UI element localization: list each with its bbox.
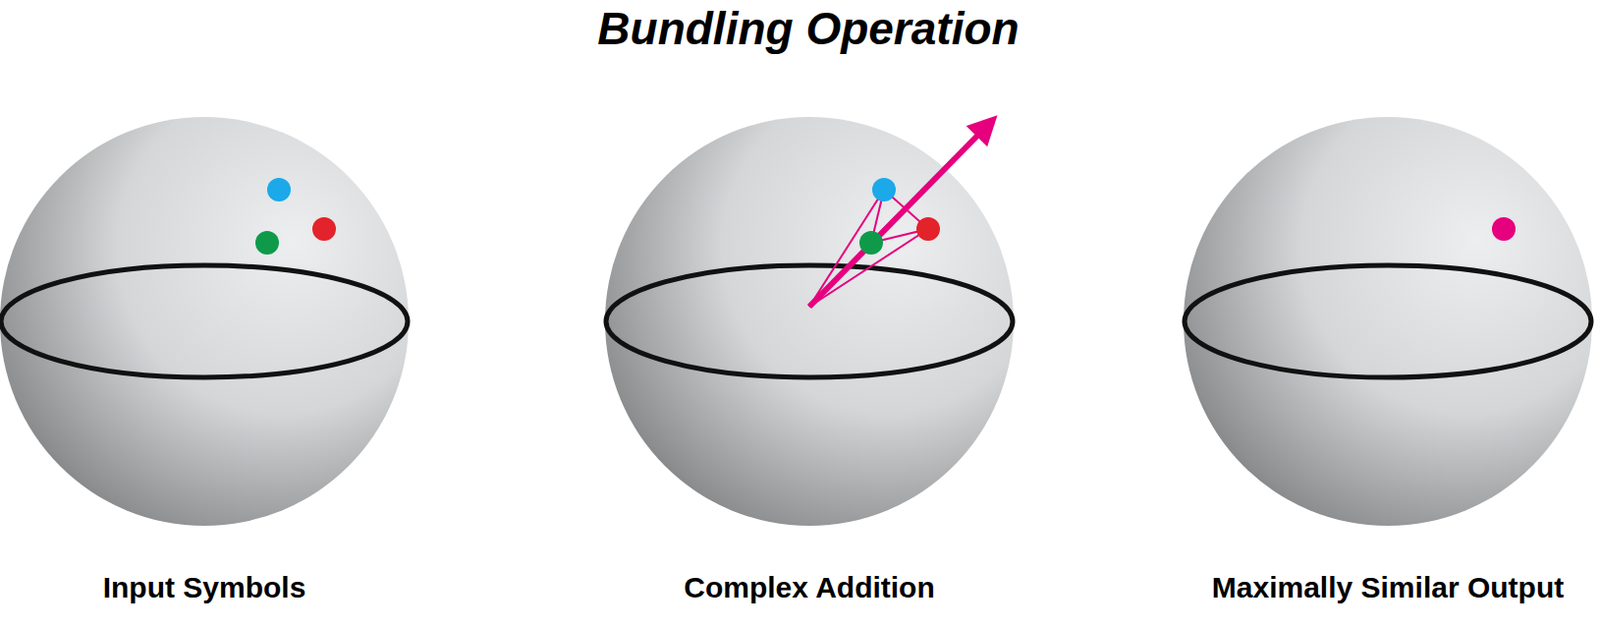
- diagram-title: Bundling Operation: [597, 1, 1019, 56]
- sphere: [605, 116, 1014, 526]
- sphere: [1183, 116, 1593, 526]
- sphere-caption: Maximally Similar Output: [1212, 570, 1564, 605]
- sphere: [0, 116, 409, 526]
- sphere-caption: Input Symbols: [103, 570, 307, 605]
- sphere-caption: Complex Addition: [683, 570, 936, 605]
